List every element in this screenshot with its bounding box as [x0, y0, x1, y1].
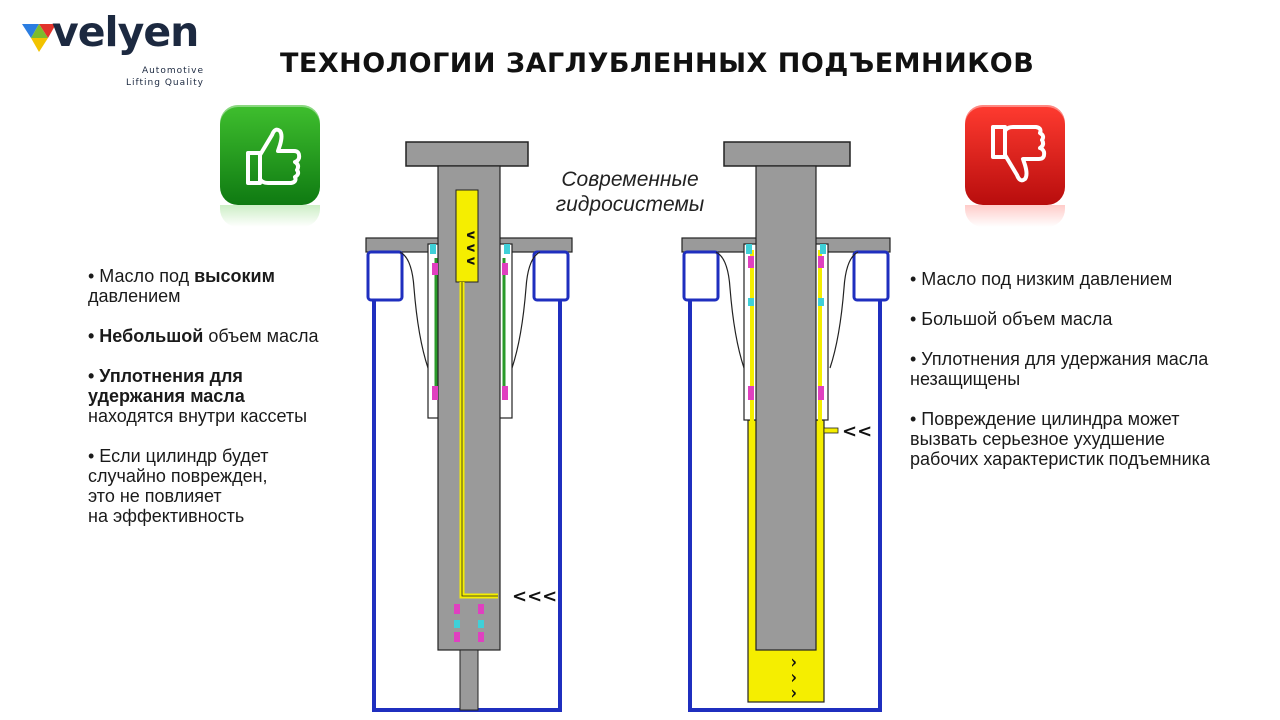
seal-cyan	[430, 244, 436, 254]
seal-pink	[478, 604, 484, 614]
chevrons-down: v v v	[463, 231, 478, 266]
text-bold: высоким	[194, 266, 275, 286]
seal-pink	[748, 256, 754, 268]
right-collar	[532, 250, 570, 302]
conventional-lift-diagram: ^ ^ ^	[681, 141, 891, 712]
thumbs-up-icon	[220, 105, 320, 205]
text-normal: • Повреждение цилиндра может	[910, 409, 1180, 429]
text-normal: случайно поврежден,	[88, 466, 268, 486]
seal-pink	[748, 386, 754, 400]
text-normal: • Уплотнения для удержания масла	[910, 349, 1209, 369]
top-plate	[723, 141, 851, 167]
list-item: • Масло под низким давлением	[910, 269, 1270, 289]
text-normal: объем масла	[203, 326, 319, 346]
piston	[755, 165, 817, 651]
outer-cylinder	[688, 298, 882, 712]
seal-pink	[454, 604, 460, 614]
text-normal: на эффективность	[88, 506, 245, 526]
text-normal: • Масло под низким давлением	[910, 269, 1173, 289]
oil-inlet	[823, 427, 839, 434]
list-item: • Повреждение цилиндра может вызвать сер…	[910, 409, 1270, 469]
page-title: ТЕХНОЛОГИИ ЗАГЛУБЛЕННЫХ ПОДЪЕМНИКОВ	[280, 48, 1035, 79]
flow-arrows-right: <<	[842, 421, 873, 442]
advantages-list: • Масло под высоким давлением • Небольшо…	[88, 266, 378, 546]
thumbs-down-reflection	[965, 205, 1065, 227]
text-normal: это не повлияет	[88, 486, 222, 506]
caption-line-1: Современные	[561, 168, 699, 191]
text-normal: • Большой объем масла	[910, 309, 1113, 329]
logo-mark-icon	[22, 24, 56, 52]
list-item: • Большой объем масла	[910, 309, 1270, 329]
seal-cyan	[820, 244, 826, 254]
list-item: • Если цилиндр будет случайно поврежден,…	[88, 446, 378, 526]
list-item: • Уплотнения для удержания масла находят…	[88, 366, 378, 426]
caption-line-2: гидросистемы	[555, 193, 705, 216]
seal-cyan	[748, 298, 754, 306]
seal-cyan	[504, 244, 510, 254]
seal-cyan	[746, 244, 752, 254]
text-normal: • Если цилиндр будет	[88, 446, 269, 466]
oil-channel-outline	[461, 282, 498, 597]
seal-pink	[478, 632, 484, 642]
logo-tagline-1: Automotive	[141, 66, 204, 76]
seal-pink	[454, 632, 460, 642]
text-normal: незащищены	[910, 369, 1021, 389]
seal-pink	[502, 263, 508, 275]
text-bold: • Небольшой	[88, 326, 204, 346]
right-collar	[852, 250, 890, 302]
seal-pink	[432, 386, 438, 400]
thumbs-down-icon	[965, 105, 1065, 205]
list-item: • Небольшой объем масла	[88, 326, 378, 346]
seal-cyan	[818, 298, 824, 306]
seal-pink	[818, 386, 824, 400]
list-item: • Масло под высоким давлением	[88, 266, 378, 306]
left-collar	[366, 250, 404, 302]
diagram-caption: Современные гидросистемы	[540, 167, 720, 217]
logo-wordmark: velyen	[52, 8, 199, 56]
logo-tagline-2: Lifting Quality	[126, 78, 204, 88]
piston-rod	[459, 649, 479, 711]
flow-arrows-left: <<<	[512, 586, 558, 607]
top-plate	[405, 141, 529, 167]
text-normal: • Масло под	[88, 266, 195, 286]
seal-pink	[432, 263, 438, 275]
text-normal: рабочих характеристик подъемника	[910, 449, 1210, 469]
cable-right	[829, 251, 859, 369]
text-normal: давлением	[88, 286, 181, 306]
text-bold: • Уплотнения для	[88, 366, 243, 386]
cable-left	[399, 251, 429, 369]
text-normal: находятся внутри кассеты	[88, 406, 308, 426]
oil-chamber	[455, 189, 479, 283]
seal-cyan	[454, 620, 460, 628]
disadvantages-list: • Масло под низким давлением • Большой о…	[910, 269, 1270, 489]
cable-right	[511, 251, 541, 369]
text-normal: вызвать серьезное ухудшение	[910, 429, 1165, 449]
list-item: • Уплотнения для удержания масла незащищ…	[910, 349, 1270, 389]
chevrons-up: ^ ^ ^	[782, 657, 797, 699]
text-bold: удержания масла	[88, 386, 245, 406]
seal-pink	[502, 386, 508, 400]
seal-cyan	[478, 620, 484, 628]
thumbs-up-reflection	[220, 205, 320, 227]
left-collar	[682, 250, 720, 302]
cable-left	[715, 251, 745, 369]
brand-logo: velyen Automotive Lifting Quality	[22, 8, 212, 88]
modern-lift-diagram: v v v	[365, 141, 573, 712]
seal-pink	[818, 256, 824, 268]
